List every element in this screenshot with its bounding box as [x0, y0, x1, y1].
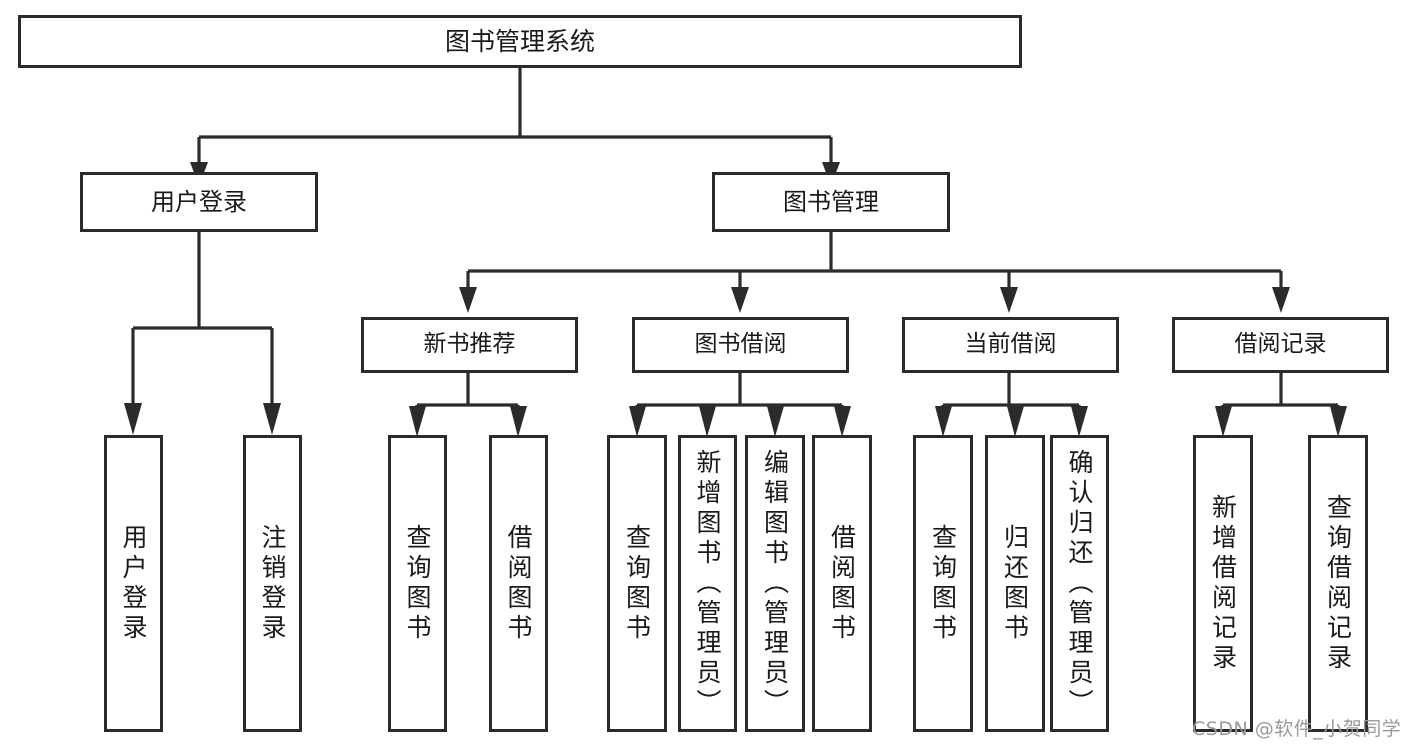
- leaf-user-login-login[interactable]: 用户登录: [104, 435, 163, 732]
- leaf-current-borrow-return-book[interactable]: 归还图书: [985, 435, 1045, 732]
- node-label: 查询图书: [928, 523, 958, 644]
- node-label: 确认归还（管理员）: [1065, 448, 1094, 719]
- node-label: 新增图书（管理员）: [693, 448, 722, 719]
- node-label: 图书借阅: [694, 331, 787, 358]
- leaf-book-borrow-add-book-admin[interactable]: 新增图书（管理员）: [678, 435, 737, 732]
- node-label: 注销登录: [258, 523, 287, 644]
- csdn-watermark: CSDN @软件_小贺同学: [1192, 718, 1402, 740]
- node-label: 归还图书: [1000, 523, 1030, 644]
- leaf-new-book-query-book[interactable]: 查询图书: [388, 435, 447, 732]
- node-label: 借阅记录: [1234, 331, 1327, 358]
- leaf-book-borrow-edit-book-admin[interactable]: 编辑图书（管理员）: [745, 435, 805, 732]
- leaf-current-borrow-query-book[interactable]: 查询图书: [913, 435, 973, 732]
- leaf-user-login-logout[interactable]: 注销登录: [243, 435, 302, 732]
- node-label: 新书推荐: [423, 331, 516, 358]
- node-label: 借阅图书: [504, 523, 533, 644]
- node-label: 借阅图书: [827, 523, 857, 644]
- node-label: 图书管理系统: [444, 26, 595, 56]
- node-current-borrow[interactable]: 当前借阅: [902, 317, 1119, 373]
- node-new-book-recommend[interactable]: 新书推荐: [361, 317, 578, 373]
- node-label: 用户登录: [151, 187, 247, 216]
- node-label: 用户登录: [119, 523, 148, 644]
- node-label: 图书管理: [783, 187, 879, 216]
- leaf-current-borrow-confirm-return-admin[interactable]: 确认归还（管理员）: [1050, 435, 1109, 732]
- node-label: 当前借阅: [964, 331, 1057, 358]
- node-label: 查询借阅记录: [1323, 493, 1353, 674]
- node-book-management[interactable]: 图书管理: [712, 172, 950, 232]
- leaf-book-borrow-query-book[interactable]: 查询图书: [607, 435, 667, 732]
- leaf-borrow-record-query-record[interactable]: 查询借阅记录: [1308, 435, 1368, 732]
- node-book-borrow[interactable]: 图书借阅: [632, 317, 849, 373]
- node-label: 查询图书: [622, 523, 652, 644]
- node-user-login[interactable]: 用户登录: [80, 172, 318, 232]
- node-root-book-management-system[interactable]: 图书管理系统: [18, 15, 1022, 68]
- leaf-borrow-record-add-record[interactable]: 新增借阅记录: [1193, 435, 1253, 732]
- node-label: 编辑图书（管理员）: [760, 448, 790, 719]
- node-label: 查询图书: [403, 523, 432, 644]
- leaf-book-borrow-borrow-book[interactable]: 借阅图书: [812, 435, 872, 732]
- node-label: 新增借阅记录: [1208, 493, 1238, 674]
- node-borrow-record[interactable]: 借阅记录: [1172, 317, 1389, 373]
- leaf-new-book-borrow-book[interactable]: 借阅图书: [489, 435, 548, 732]
